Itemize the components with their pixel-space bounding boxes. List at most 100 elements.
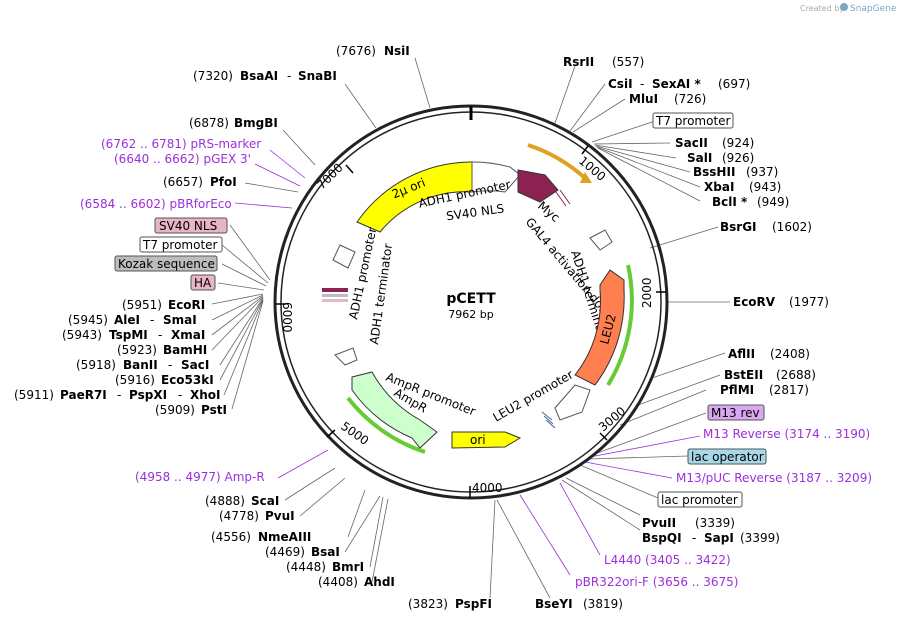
- feature-ampr-promoter: [334, 347, 358, 366]
- feature-adh1-promoter-top: [471, 161, 521, 193]
- site-rsrii-name: RsrII: [563, 55, 594, 69]
- site-psti-name: PstI: [201, 403, 227, 417]
- site-nmeaiii-pos: (4556): [211, 530, 251, 544]
- box-sv40-nls: [154, 217, 228, 234]
- site-aflii-pos: (2408): [770, 347, 810, 361]
- feature-ori: [451, 431, 522, 449]
- label-sv40-nls: SV40 NLS: [445, 201, 505, 223]
- snapgene-icon: [840, 3, 848, 11]
- site-sacii-pos: (924): [722, 136, 754, 150]
- site-alei-pos: (5945): [68, 313, 108, 327]
- box-lac-promoter-label: lac promoter: [661, 493, 738, 507]
- sep8: -: [640, 77, 644, 91]
- box-m13rev: [707, 404, 765, 421]
- site-pspfi-name: PspFI: [455, 597, 492, 611]
- site-bmri-name: BmrI: [332, 560, 364, 574]
- site-banii-pos: (5918): [76, 358, 116, 372]
- sep7: -: [692, 531, 696, 545]
- site-pspfi-pos: (3823): [408, 597, 448, 611]
- site-saci-name: SacI: [181, 358, 209, 372]
- primer-pbr322ori: pBR322ori-F (3656 .. 3675): [575, 575, 738, 589]
- box-lac-operator: [687, 448, 767, 465]
- feature-leu2: [574, 269, 625, 386]
- sep2: -: [150, 313, 154, 327]
- site-pflmi-pos: (2817): [769, 383, 809, 397]
- site-ecorv-pos: (1977): [789, 295, 829, 309]
- site-ahdi-pos: (4408): [318, 575, 358, 589]
- sep4: -: [168, 358, 172, 372]
- tick-label-7000: 7000: [314, 161, 345, 192]
- site-nsi-pos: (7676): [336, 44, 376, 58]
- label-ori: ori: [470, 433, 486, 447]
- tick-marks: [276, 145, 666, 498]
- site-pflmi-name: PflMI: [720, 383, 754, 397]
- site-tspmi-name: TspMI: [109, 328, 148, 342]
- box-sv40-nls-label: SV40 NLS: [159, 219, 217, 233]
- site-sali-name: SalI: [687, 151, 712, 165]
- box-t7-right-label: T7 promoter: [655, 114, 731, 128]
- primer-prs-marker: (6762 .. 6781) pRS-marker: [101, 137, 261, 151]
- site-nsi-name: NsiI: [384, 44, 410, 58]
- site-aflii-name: AflII: [728, 347, 755, 361]
- site-bsaai-name: BsaAI: [240, 69, 278, 83]
- sep5: -: [117, 388, 121, 402]
- site-tspmi-pos: (5943): [62, 328, 102, 342]
- site-eco53-pos: (5916): [115, 373, 155, 387]
- feature-2mu-ori: [356, 161, 473, 233]
- site-pspxi-name: PspXI: [129, 388, 167, 402]
- site-bsteii-pos: (2688): [776, 368, 816, 382]
- site-bmgbi-pos: (6878): [189, 116, 229, 130]
- sep: -: [287, 69, 291, 83]
- myc-marks: [555, 189, 571, 207]
- site-rsrii-pos: (557): [612, 55, 644, 69]
- primer-l4440: L4440 (3405 .. 3422): [604, 553, 731, 567]
- site-sapi-name: SapI: [704, 531, 734, 545]
- site-bsshii-pos: (937): [746, 165, 778, 179]
- site-bsaai-pos: (7320): [193, 69, 233, 83]
- tick-label-6000: 6000: [280, 302, 294, 333]
- box-t7-right: [652, 112, 734, 129]
- box-m13rev-label: M13 rev: [711, 406, 760, 420]
- site-bamhi-name: BamHI: [163, 343, 207, 357]
- site-bmgbi-name: BmgBI: [234, 116, 278, 130]
- box-kozak: [114, 255, 218, 272]
- box-ha-label: HA: [194, 276, 212, 290]
- box-lac-promoter: [657, 491, 743, 508]
- site-bsrgi-pos: (1602): [772, 220, 812, 234]
- site-ecori-pos: (5951): [122, 298, 162, 312]
- snapgene-logo: SnapGene: [850, 4, 897, 14]
- site-xbai-name: XbaI: [704, 180, 734, 194]
- lac-marks: [541, 411, 556, 429]
- plasmid-size: 7962 bp: [448, 308, 493, 321]
- site-pfoi-name: PfoI: [210, 175, 237, 189]
- site-paer7-name: PaeR7I: [60, 388, 107, 402]
- left-tags: [322, 288, 348, 302]
- sep3: -: [158, 328, 162, 342]
- leader-lines: [211, 57, 730, 599]
- site-sacii-name: SacII: [675, 136, 708, 150]
- box-ha: [190, 274, 216, 291]
- box-kozak-label: Kozak sequence: [118, 257, 215, 271]
- primer-pgex: (6640 .. 6662) pGEX 3': [114, 152, 251, 166]
- tick-label-4000: 4000: [472, 481, 503, 495]
- plasmid-name: pCETT: [446, 291, 496, 307]
- site-scai-name: ScaI: [251, 494, 279, 508]
- site-csii-name: CsiI: [608, 77, 633, 91]
- box-t7-left: [139, 236, 223, 253]
- primer-m13rev: M13 Reverse (3174 .. 3190): [703, 427, 870, 441]
- site-bamhi-pos: (5923): [117, 343, 157, 357]
- site-smai-name: SmaI: [163, 313, 197, 327]
- site-bsshii-name: BssHII: [693, 165, 735, 179]
- feature-ampr: [351, 371, 438, 449]
- site-psti-pos: (5909): [155, 403, 195, 417]
- feature-adh1-promoter-left: [332, 244, 356, 269]
- box-lac-operator-label: lac operator: [691, 450, 764, 464]
- site-bspqi-name: BspQI: [642, 531, 682, 545]
- site-mlui-name: MluI: [629, 92, 658, 106]
- site-scai-pos: (4888): [205, 494, 245, 508]
- site-xmai-name: XmaI: [171, 328, 205, 342]
- primer-pbrforeco: (6584 .. 6602) pBRforEco: [80, 197, 232, 211]
- site-pvui-name: PvuI: [265, 509, 295, 523]
- feature-adh1-terminator-right: [589, 229, 613, 251]
- site-ecorv-name: EcoRV: [733, 295, 776, 309]
